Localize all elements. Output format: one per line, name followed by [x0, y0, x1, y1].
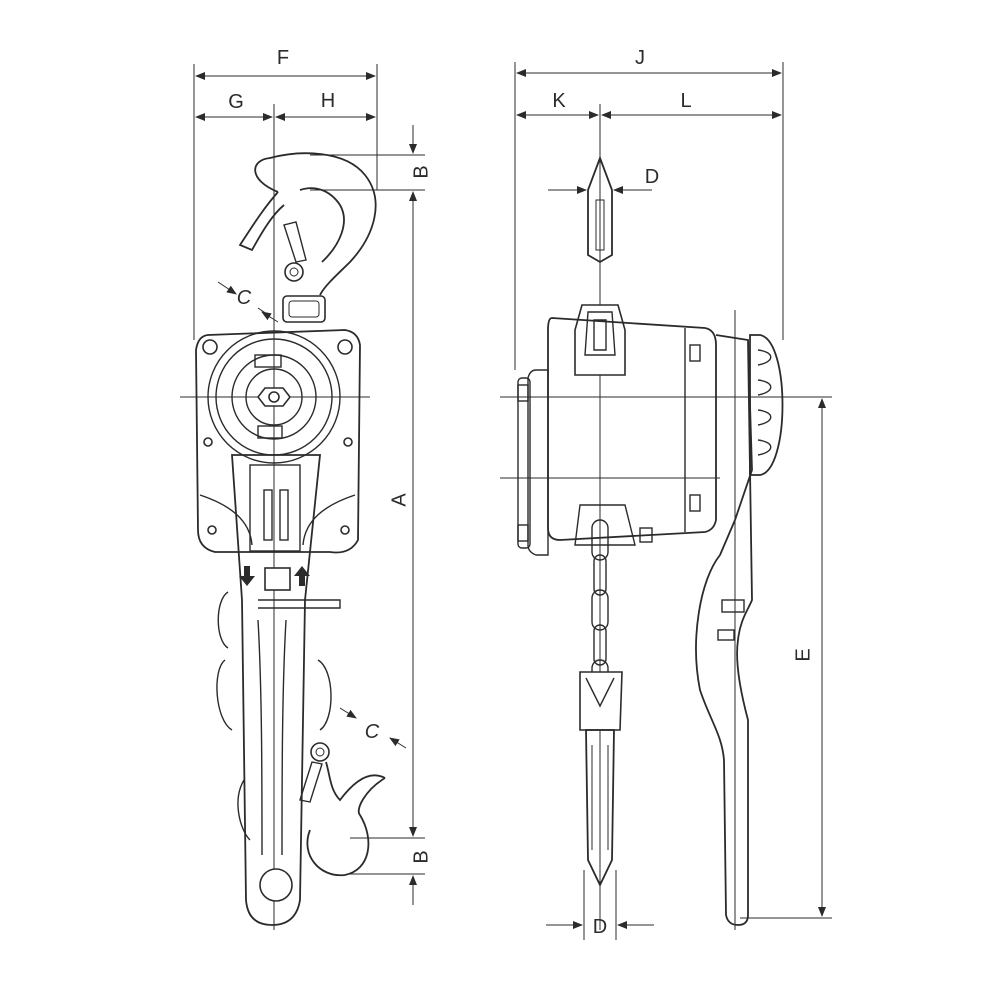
bottom-hook-side [579, 671, 623, 888]
label-G: G [228, 91, 244, 113]
housing-side [517, 317, 717, 556]
label-H: H [321, 90, 335, 112]
label-D-top: D [645, 166, 659, 188]
bottom-hook [299, 742, 386, 877]
lever-side [695, 310, 753, 930]
lower-body-front [216, 591, 332, 841]
dim-arrow-C-bottom-2 [389, 737, 407, 749]
knob-side [749, 334, 784, 476]
dim-arrow-C-top-2 [261, 311, 279, 323]
dim-arrow-C-bottom-1 [339, 707, 357, 719]
label-B-bottom: B [410, 850, 432, 863]
label-J: J [635, 47, 645, 69]
label-B-top: B [410, 165, 432, 178]
lever-front [231, 454, 341, 926]
dim-C-top-2 [257, 307, 271, 317]
label-F: F [277, 47, 289, 69]
label-A: A [388, 493, 410, 507]
top-hook [238, 152, 377, 323]
label-D-bottom: D [593, 916, 607, 938]
label-K: K [552, 90, 566, 112]
front-view: F G H B A B C C [180, 47, 432, 930]
housing-front [195, 329, 361, 554]
label-C-top: C [237, 287, 252, 309]
label-L: L [680, 90, 691, 112]
label-C-bottom: C [365, 721, 380, 743]
dim-arrow-C-top-1 [217, 281, 237, 295]
label-E: E [792, 648, 814, 661]
side-view: J K L D D E [500, 47, 832, 940]
